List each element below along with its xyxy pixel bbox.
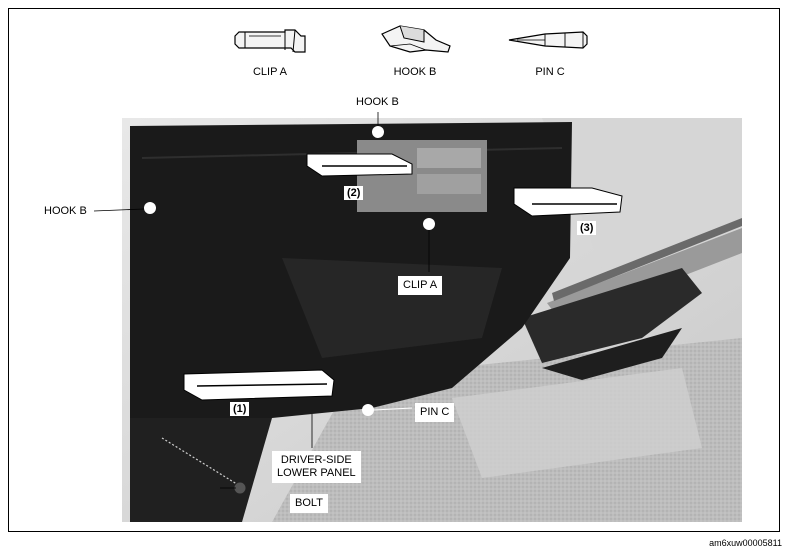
callout-hook-b-top: HOOK B xyxy=(356,96,399,108)
reference-code: am6xuw00005811 xyxy=(709,538,782,548)
panel-name-line1: DRIVER-SIDE xyxy=(280,454,352,466)
callout-panel-name: DRIVER-SIDE LOWER PANEL xyxy=(272,451,361,483)
legend-label-pin-c: PIN C xyxy=(535,66,565,78)
legend-clip-a: CLIP A xyxy=(225,22,315,82)
callout-clip-a: CLIP A xyxy=(398,276,443,295)
callout-bolt: BOLT xyxy=(290,494,328,513)
panel-name-line2: LOWER PANEL xyxy=(277,467,356,479)
step-label-1: (1) xyxy=(230,402,250,416)
arrow-1 xyxy=(183,369,335,401)
figure-frame xyxy=(8,8,780,532)
step-label-2: (2) xyxy=(344,186,364,200)
callout-hook-b-left: HOOK B xyxy=(44,205,87,217)
vehicle-photo xyxy=(122,118,742,522)
legend-label-hook-b: HOOK B xyxy=(393,66,437,78)
arrow-2 xyxy=(306,153,413,177)
legend-label-clip-a: CLIP A xyxy=(252,66,288,78)
legend-hook-b: HOOK B xyxy=(370,22,460,82)
legend-pin-c: PIN C xyxy=(505,22,595,82)
step-label-3: (3) xyxy=(577,221,597,235)
arrow-3 xyxy=(513,187,623,217)
pin-c-icon xyxy=(508,31,588,49)
callout-pin-c: PIN C xyxy=(415,403,455,422)
hook-b-icon xyxy=(381,25,451,53)
clip-a-icon xyxy=(234,29,306,53)
